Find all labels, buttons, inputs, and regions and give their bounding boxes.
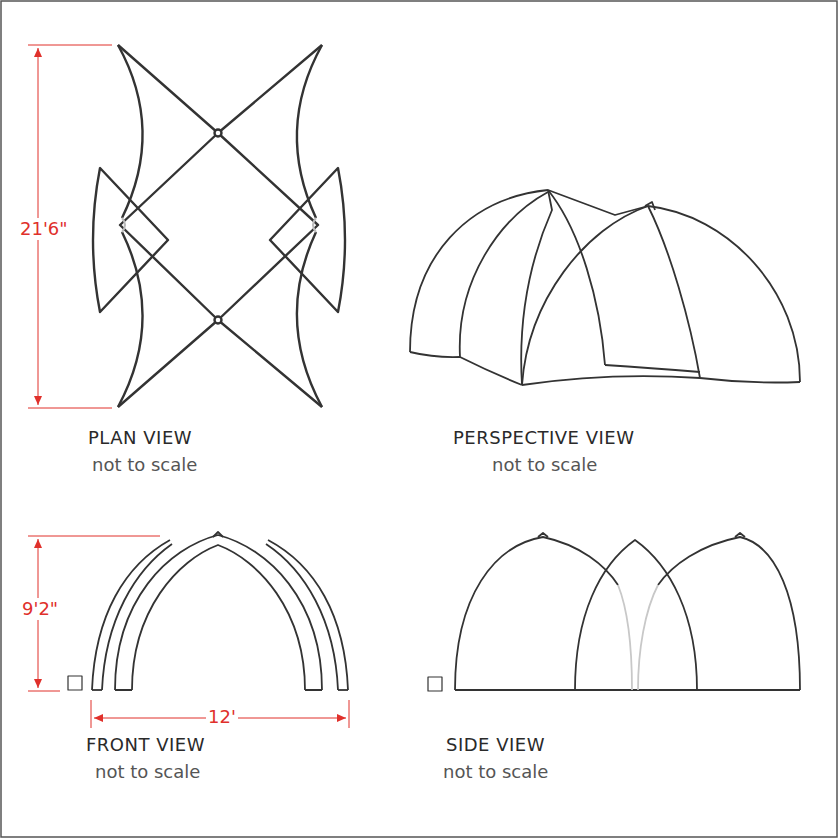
view-title: FRONT VIEW — [86, 734, 205, 756]
scale-note: not to scale — [443, 761, 548, 783]
scale-note: not to scale — [492, 454, 597, 476]
dimension-label: 9'2" — [20, 598, 60, 620]
view-title: SIDE VIEW — [446, 734, 545, 756]
scale-note: not to scale — [92, 454, 197, 476]
dimension-label: 12' — [206, 706, 238, 728]
view-title: PERSPECTIVE VIEW — [453, 427, 634, 449]
view-title: PLAN VIEW — [88, 427, 192, 449]
dimension-label: 21'6" — [18, 218, 70, 240]
scale-note: not to scale — [95, 761, 200, 783]
